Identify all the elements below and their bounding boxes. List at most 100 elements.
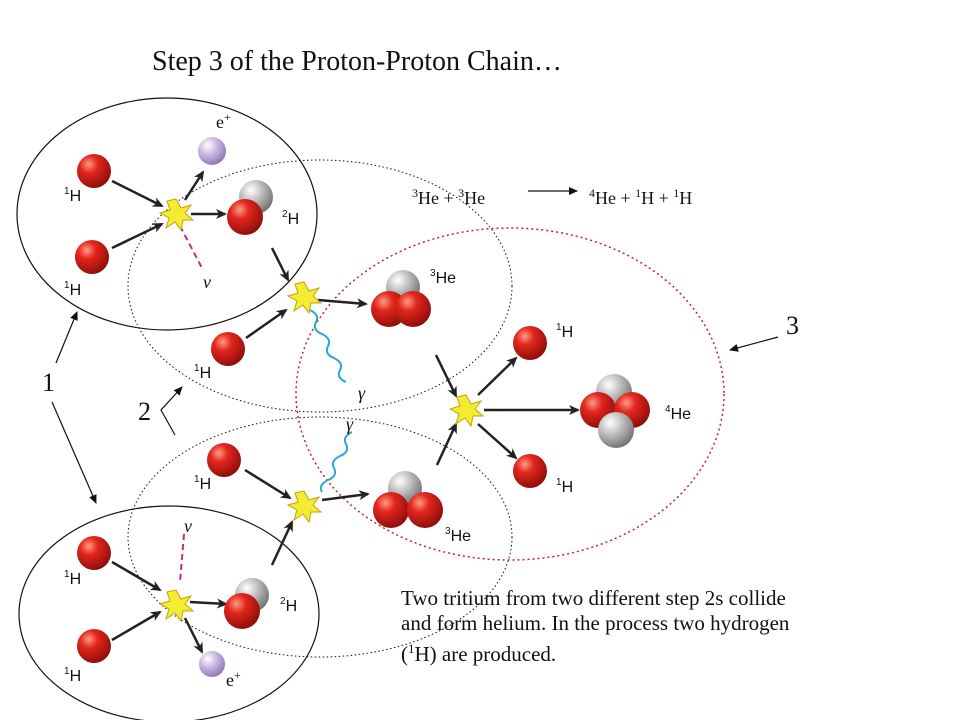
element-symbol: H [69,571,82,588]
neutron [598,412,634,448]
nucleus-label-h1: 1H [64,280,82,300]
neutrino-label: ν [203,272,211,292]
element-symbol: H [69,668,82,685]
group-label-3: 3 [786,311,799,340]
mass-number: 3 [458,186,465,200]
bottom-step2-arrows [244,468,370,566]
proton [373,492,409,528]
nucleus-label-h2: 2H [282,209,300,229]
mass-number: 1 [64,280,70,291]
charge-sign: + [234,668,241,682]
nucleus-label-he3: 3He [445,526,472,546]
proton [207,443,241,477]
paren: ( [401,642,408,666]
step1-top-ellipse [16,97,318,331]
nucleus-label-h1: 1H [64,569,82,589]
group-label-2: 2 [138,397,151,426]
mass-number: 2 [282,209,288,220]
bottom-gamma-ray [319,431,353,493]
proton [75,240,109,274]
proton [77,154,111,188]
proton [395,291,431,327]
proton [224,593,260,629]
element-symbol: He [670,406,692,423]
mass-number: 1 [194,363,200,374]
description-line: and form helium. In the process two hydr… [401,611,790,635]
step3-arrows [434,354,580,466]
element-symbol: H [285,598,298,615]
collision-flash-step3 [448,394,485,428]
nucleus-label-h1: 1H [194,363,212,383]
top-gamma-ray [309,309,347,383]
label2-arrows [160,386,183,436]
element-symbol: He [435,270,457,287]
element-symbol: H [69,188,82,205]
label3-arrow [729,336,779,352]
mass-number: 1 [556,322,562,333]
mass-number: 1 [64,569,70,580]
mass-number: 2 [280,596,286,607]
mass-number: 1 [673,186,680,200]
nucleus-label-h1: 1H [556,477,574,497]
mass-number: 3 [445,526,451,537]
description-line: Two tritium from two different step 2s c… [401,586,786,610]
element-symbol: H [69,282,82,299]
collision-flash-top-step2 [286,281,323,315]
step3-ellipse [295,227,725,561]
bottom-neutrino-trail [179,533,185,583]
nucleus-label-h1: 1H [64,666,82,686]
element-symbol: H + [641,188,674,208]
bottom-step1-arrows [111,560,228,654]
description-tail: H) are produced. [414,642,557,666]
nucleus-label-h1: 1H [64,186,82,206]
neutrino-label: ν [184,516,192,536]
step2-top-ellipse [127,159,513,413]
nucleus-label-h2: 2H [280,596,298,616]
element-symbol: H [287,211,300,228]
gamma-label: γ [358,383,366,403]
collision-flash-bottom-step1 [158,589,195,623]
element-symbol: H [679,188,693,208]
equation-reactants: 3He + 3He [412,186,485,209]
label1-arrows [51,311,97,504]
positron-symbol: e [216,112,224,132]
element-symbol: H [561,324,574,341]
charge-sign: + [224,110,231,124]
positron-label: e+ [226,668,241,691]
positron-symbol: e [226,670,234,690]
element-symbol: H [199,365,212,382]
top-neutrino-trail [179,225,203,269]
nucleus-label-h1: 1H [556,322,574,342]
mass-number: 1 [556,477,562,488]
description-line: (1H) are produced. [401,636,921,667]
element-symbol: He + [595,188,636,208]
mass-number: 4 [665,404,671,415]
proton [513,454,547,488]
element-symbol: He + [418,188,459,208]
gamma-label: γ [346,414,354,434]
proton [211,332,245,366]
element-symbol: He [464,188,486,208]
top-step2-arrows [245,298,368,340]
mass-number: 1 [408,641,415,656]
collision-flash-top-step1 [158,198,195,232]
step1-bottom-ellipse [18,505,320,720]
top-step1-arrows [111,170,290,282]
proton [407,492,443,528]
proton [77,629,111,663]
mass-number: 3 [430,268,436,279]
element-symbol: H [199,476,212,493]
positron-label: e+ [216,110,231,133]
collision-flash-bottom-step2 [286,490,323,524]
element-symbol: H [561,479,574,496]
proton [227,199,263,235]
nucleus-label-h1: 1H [194,474,212,494]
mass-number: 1 [64,666,70,677]
nucleus-label-he3: 3He [430,268,457,288]
mass-number: 3 [412,186,418,200]
page-title: Step 3 of the Proton-Proton Chain… [152,46,562,77]
nucleus-label-he4: 4He [665,404,692,424]
description-text: Two tritium from two different step 2s c… [401,586,921,667]
element-symbol: He [450,528,472,545]
